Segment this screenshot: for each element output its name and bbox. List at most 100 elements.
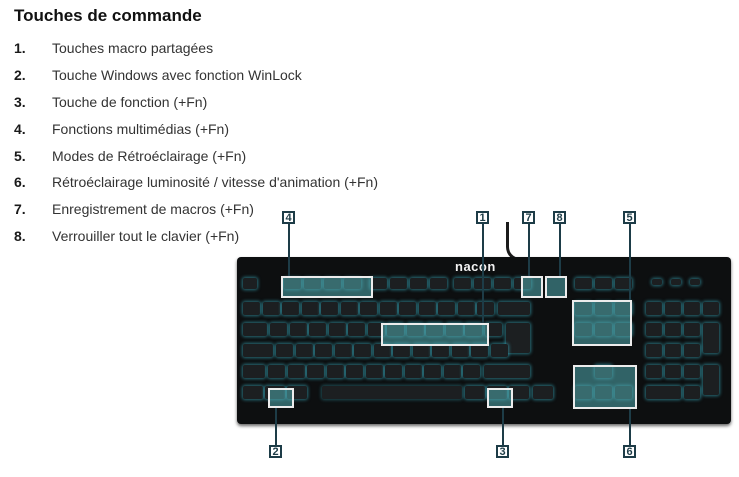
callout-badge-4: 4 xyxy=(282,211,295,224)
keyboard-key xyxy=(315,344,332,357)
keyboard-key xyxy=(703,365,719,395)
keyboard-cable xyxy=(506,222,529,261)
keyboard-key xyxy=(684,323,700,336)
keyboard-key xyxy=(243,278,257,289)
keyboard-key xyxy=(451,344,469,357)
callout-badge-2: 2 xyxy=(269,445,282,458)
keyboard-key xyxy=(498,302,530,315)
keyboard-key xyxy=(360,302,377,315)
keyboard-key xyxy=(646,323,662,336)
list-item: 2. Touche Windows avec fonction WinLock xyxy=(14,62,378,89)
keyboard-key xyxy=(646,386,681,399)
item-text: Touche de fonction (+Fn) xyxy=(52,93,208,110)
keyboard-key xyxy=(373,344,391,357)
keyboard-key xyxy=(652,279,662,285)
list-item: 1.Touches macro partagées xyxy=(14,35,378,62)
item-text: Enregistrement de macros (+Fn) xyxy=(52,201,254,218)
keyboard-key xyxy=(494,278,511,289)
keyboard-key xyxy=(432,344,449,357)
item-number: 3. xyxy=(14,93,26,110)
keyboard-key xyxy=(243,302,260,315)
item-number: 7. xyxy=(14,201,26,218)
keyboard-key xyxy=(506,323,530,353)
keyboard-key xyxy=(671,279,681,285)
keyboard-key xyxy=(615,278,632,289)
callout-line-8 xyxy=(559,224,561,276)
keyboard-key xyxy=(690,279,700,285)
callout-badge-8: 8 xyxy=(553,211,566,224)
keyboard-key xyxy=(430,278,447,289)
keyboard-key xyxy=(665,302,681,315)
section-title: Touches de commande xyxy=(14,6,202,25)
highlight-multimedia-keys xyxy=(281,276,373,298)
keyboard-key xyxy=(243,365,265,378)
keyboard-key xyxy=(471,344,488,357)
keyboard-key xyxy=(684,365,700,378)
keyboard-key xyxy=(289,323,307,336)
keyboard-key xyxy=(665,323,681,336)
keyboard-key xyxy=(301,302,319,315)
keyboard-key xyxy=(457,302,475,315)
item-number: 2. xyxy=(14,67,26,84)
keyboard-key xyxy=(379,302,397,315)
keyboard-key xyxy=(490,344,508,357)
keyboard-key xyxy=(270,323,287,336)
keyboard-key xyxy=(243,344,273,357)
keyboard-key xyxy=(365,365,383,378)
item-text: Touche Windows avec fonction WinLock xyxy=(52,67,302,84)
keyboard-key xyxy=(348,323,365,336)
keyboard-key xyxy=(309,323,326,336)
highlight-record-macro-key xyxy=(521,276,543,298)
keyboard-key xyxy=(665,344,681,357)
keyboard-key xyxy=(385,365,402,378)
item-text: Verrouiller tout le clavier (+Fn) xyxy=(52,227,240,244)
keyboard-key xyxy=(443,365,461,378)
item-number: 5. xyxy=(14,147,26,164)
keyboard-key xyxy=(321,302,338,315)
item-number: 6. xyxy=(14,174,26,191)
keyboard-key xyxy=(322,386,462,399)
keyboard-key xyxy=(367,323,385,336)
keyboard-key xyxy=(287,365,305,378)
callout-line-2 xyxy=(275,408,277,445)
list-item: 8. Verrouiller tout le clavier (+Fn) xyxy=(14,223,378,250)
item-number: 8. xyxy=(14,227,26,244)
list-item: 6. Rétroéclairage luminosité / vitesse d'… xyxy=(14,169,378,196)
keyboard-key xyxy=(276,344,293,357)
item-text: Rétroéclairage luminosité / vitesse d'an… xyxy=(52,174,378,191)
list-item: 3. Touche de fonction (+Fn) xyxy=(14,89,378,116)
keyboard-key xyxy=(509,386,529,399)
keyboard-key xyxy=(533,386,553,399)
keyboard-key xyxy=(646,365,662,378)
callout-line-7 xyxy=(528,224,530,276)
command-keys-list: 1.Touches macro partagées 2. Touche Windo… xyxy=(14,35,378,249)
keyboard-key xyxy=(404,365,422,378)
callout-badge-5: 5 xyxy=(623,211,636,224)
keyboard-key xyxy=(454,278,471,289)
callout-badge-7: 7 xyxy=(522,211,535,224)
keyboard-key xyxy=(262,302,280,315)
keyboard-key xyxy=(424,365,441,378)
keyboard-key xyxy=(410,278,427,289)
item-number: 4. xyxy=(14,120,26,137)
keyboard-key xyxy=(412,344,430,357)
keyboard-key xyxy=(282,302,299,315)
keyboard-key xyxy=(243,386,263,399)
list-item: 4. Fonctions multimédias (+Fn) xyxy=(14,115,378,142)
highlight-backlight-mode-keys xyxy=(572,300,632,346)
keyboard-key xyxy=(340,302,358,315)
keyboard-key xyxy=(354,344,371,357)
keyboard-key xyxy=(665,365,681,378)
keyboard-key xyxy=(703,302,719,315)
keyboard-key xyxy=(418,302,436,315)
callout-line-4 xyxy=(288,224,290,276)
keyboard-key xyxy=(243,323,267,336)
highlight-lock-keyboard-key xyxy=(545,276,567,298)
item-text: Fonctions multimédias (+Fn) xyxy=(52,120,230,137)
callout-line-3 xyxy=(502,408,504,445)
keyboard-key xyxy=(390,278,407,289)
keyboard-key xyxy=(334,344,352,357)
highlight-arrow-keys xyxy=(573,365,637,409)
keyboard-key xyxy=(646,302,662,315)
keyboard-key xyxy=(463,365,480,378)
